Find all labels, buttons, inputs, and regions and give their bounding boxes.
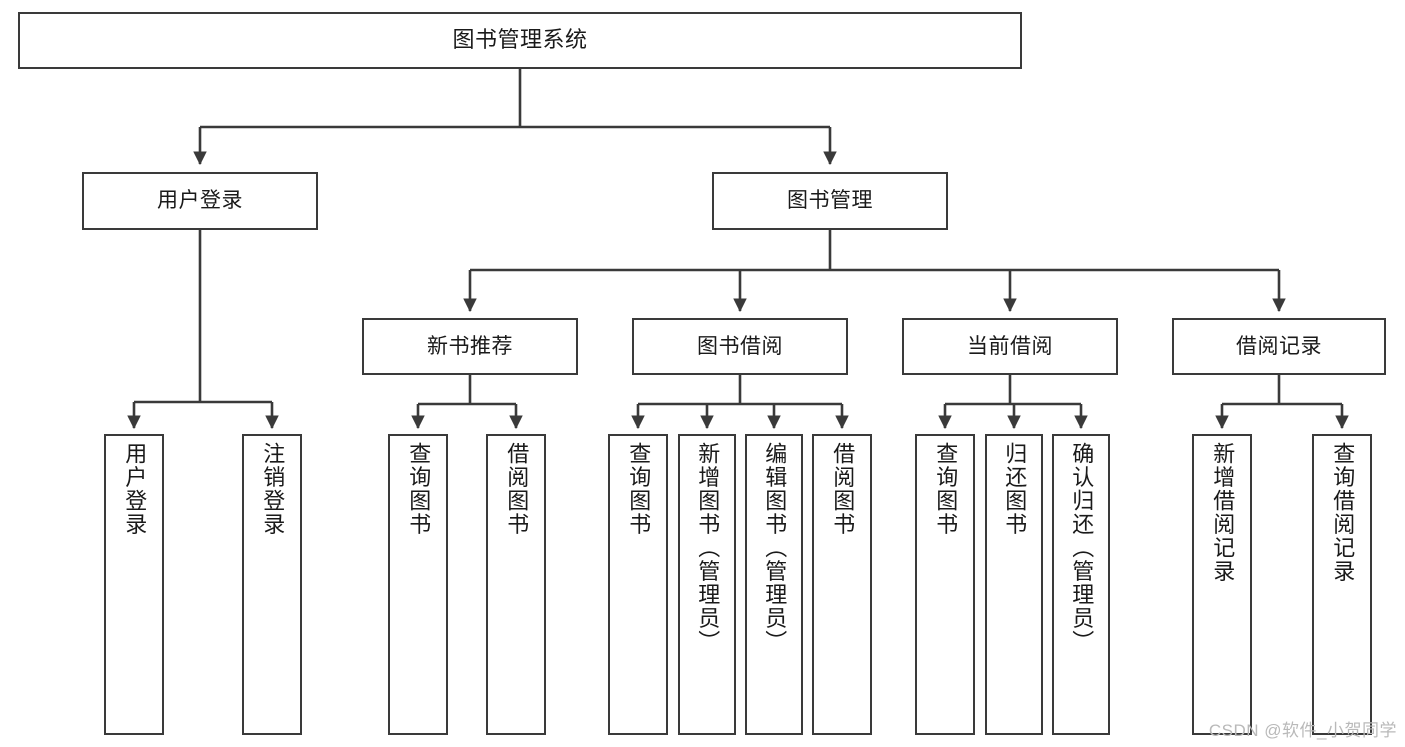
node-root[interactable]: 图书管理系统 [18,12,1022,69]
leaf-user-login[interactable]: 用户登录 [104,434,164,735]
node-current-borrow-label: 当前借阅 [967,334,1053,358]
leaf-edit-book[interactable]: 编辑图书（管理员） [745,434,803,735]
leaf-borrow-book[interactable]: 借阅图书 [812,434,872,735]
leaf-borrow-book-recommend-label: 借阅图书 [504,442,530,536]
node-new-book-recommend[interactable]: 新书推荐 [362,318,578,375]
leaf-return-book[interactable]: 归还图书 [985,434,1043,735]
leaf-query-book-current[interactable]: 查询图书 [915,434,975,735]
leaf-user-login-label: 用户登录 [122,442,148,536]
node-user-login[interactable]: 用户登录 [82,172,318,230]
leaf-add-borrow-record-label: 新增借阅记录 [1210,442,1236,583]
node-borrow-record[interactable]: 借阅记录 [1172,318,1386,375]
leaf-add-book[interactable]: 新增图书（管理员） [678,434,736,735]
leaf-query-book-recommend-label: 查询图书 [406,442,432,536]
leaf-user-logout[interactable]: 注销登录 [242,434,302,735]
leaf-user-logout-label: 注销登录 [260,442,286,536]
leaf-return-book-label: 归还图书 [1002,442,1028,536]
leaf-query-book-borrow-label: 查询图书 [626,442,652,536]
leaf-query-borrow-record[interactable]: 查询借阅记录 [1312,434,1372,735]
leaf-query-borrow-record-label: 查询借阅记录 [1330,442,1356,583]
node-book-borrow-label: 图书借阅 [697,334,783,358]
node-book-manage-label: 图书管理 [787,189,873,213]
node-root-label: 图书管理系统 [452,27,588,53]
leaf-borrow-book-label: 借阅图书 [830,442,856,536]
leaf-confirm-return[interactable]: 确认归还（管理员） [1052,434,1110,735]
leaf-query-book-borrow[interactable]: 查询图书 [608,434,668,735]
leaf-borrow-book-recommend[interactable]: 借阅图书 [486,434,546,735]
csdn-watermark: CSDN @软件_小贺同学 [1208,721,1397,740]
leaf-query-book-recommend[interactable]: 查询图书 [388,434,448,735]
node-borrow-record-label: 借阅记录 [1236,334,1322,358]
leaf-confirm-return-label: 确认归还（管理员） [1069,442,1095,654]
leaf-edit-book-label: 编辑图书（管理员） [762,442,788,654]
node-book-manage[interactable]: 图书管理 [712,172,948,230]
leaf-query-book-current-label: 查询图书 [933,442,959,536]
leaf-add-borrow-record[interactable]: 新增借阅记录 [1192,434,1252,735]
node-new-book-recommend-label: 新书推荐 [427,334,513,358]
node-book-borrow[interactable]: 图书借阅 [632,318,848,375]
node-current-borrow[interactable]: 当前借阅 [902,318,1118,375]
leaf-add-book-label: 新增图书（管理员） [695,442,721,654]
node-user-login-label: 用户登录 [157,189,243,213]
